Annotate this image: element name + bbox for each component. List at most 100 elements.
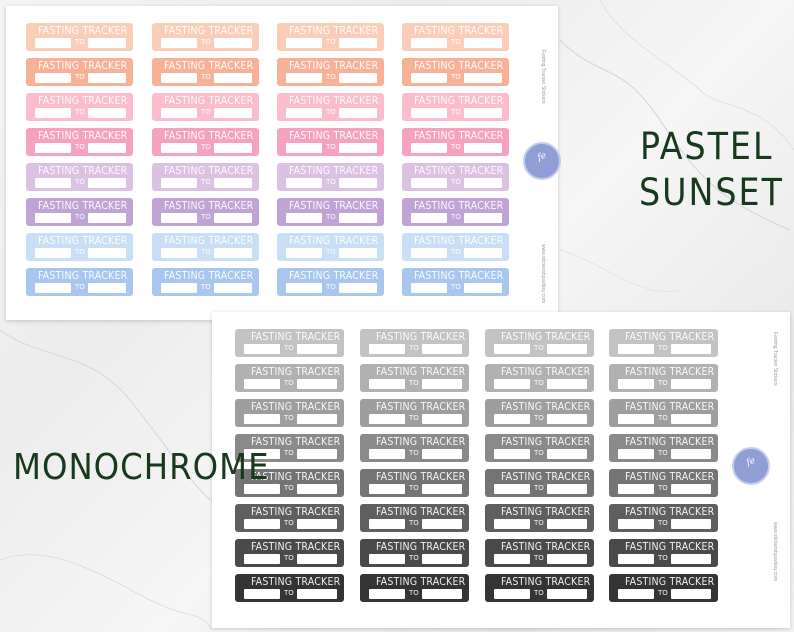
end-time-box [297,554,337,564]
sticker-to-label: TO [201,73,211,81]
sticker-title: FASTING TRACKER [38,60,128,72]
sticker-to-label: TO [201,108,211,116]
sticker-title: FASTING TRACKER [414,235,504,247]
sticker-title: FASTING TRACKER [38,25,128,37]
end-time-box [671,449,711,459]
sticker-title: FASTING TRACKER [164,60,254,72]
start-time-box [411,248,447,258]
sticker-to-label: TO [451,248,461,256]
sticker-title: FASTING TRACKER [414,25,504,37]
start-time-box [494,589,530,599]
sticker-title: FASTING TRACKER [414,270,504,282]
start-time-box [161,143,197,153]
start-time-box [369,414,405,424]
sticker-title: FASTING TRACKER [289,200,379,212]
sticker-to-label: TO [284,589,294,597]
end-time-box [547,519,587,529]
sticker-to-label: TO [326,248,336,256]
sheet-side-url: www.stickersbyashley.com [540,244,546,304]
start-time-box [286,108,322,118]
sticker-to-label: TO [409,554,419,562]
sticker-to-label: TO [75,178,85,186]
end-time-box [422,449,462,459]
start-time-box [494,379,530,389]
start-time-box [161,248,197,258]
end-time-box [671,519,711,529]
sticker-to-label: TO [75,283,85,291]
sticker-to-label: TO [658,589,668,597]
start-time-box [161,213,197,223]
sticker-title: FASTING TRACKER [251,436,341,448]
sticker-to-label: TO [284,484,294,492]
sticker-title: FASTING TRACKER [251,576,341,588]
sticker-to-label: TO [201,213,211,221]
start-time-box [244,554,280,564]
end-time-box [547,589,587,599]
end-time-box [422,484,462,494]
sticker-to-label: TO [409,344,419,352]
sticker-title: FASTING TRACKER [625,436,715,448]
end-time-box [297,344,337,354]
sticker-to-label: TO [284,449,294,457]
sticker-title: FASTING TRACKER [414,165,504,177]
sticker-title: FASTING TRACKER [38,165,128,177]
sticker-to-label: TO [534,414,544,422]
sticker-title: FASTING TRACKER [501,436,591,448]
sticker-title: FASTING TRACKER [289,235,379,247]
sticker-to-label: TO [284,519,294,527]
start-time-box [369,344,405,354]
start-time-box [494,449,530,459]
sticker-title: FASTING TRACKER [376,471,466,483]
sticker-to-label: TO [409,449,419,457]
sticker-title: FASTING TRACKER [414,60,504,72]
start-time-box [286,283,322,293]
end-time-box [214,213,252,223]
sticker-title: FASTING TRACKER [414,95,504,107]
start-time-box [35,283,71,293]
start-time-box [411,213,447,223]
end-time-box [339,108,377,118]
sticker-title: FASTING TRACKER [625,366,715,378]
sticker-to-label: TO [451,108,461,116]
start-time-box [35,213,71,223]
sticker-title: FASTING TRACKER [625,576,715,588]
sticker-to-label: TO [326,143,336,151]
sticker-title: FASTING TRACKER [625,541,715,553]
sticker-title: FASTING TRACKER [164,25,254,37]
sheet-side-url: www.stickersbyashley.com [772,522,778,582]
sticker-to-label: TO [75,38,85,46]
start-time-box [244,449,280,459]
end-time-box [339,178,377,188]
monochrome-label: MONOCHROME [13,447,270,488]
end-time-box [464,283,502,293]
sticker-to-label: TO [201,283,211,291]
end-time-box [214,178,252,188]
end-time-box [671,554,711,564]
sticker-to-label: TO [326,108,336,116]
start-time-box [411,38,447,48]
end-time-box [88,38,126,48]
sticker-title: FASTING TRACKER [289,270,379,282]
